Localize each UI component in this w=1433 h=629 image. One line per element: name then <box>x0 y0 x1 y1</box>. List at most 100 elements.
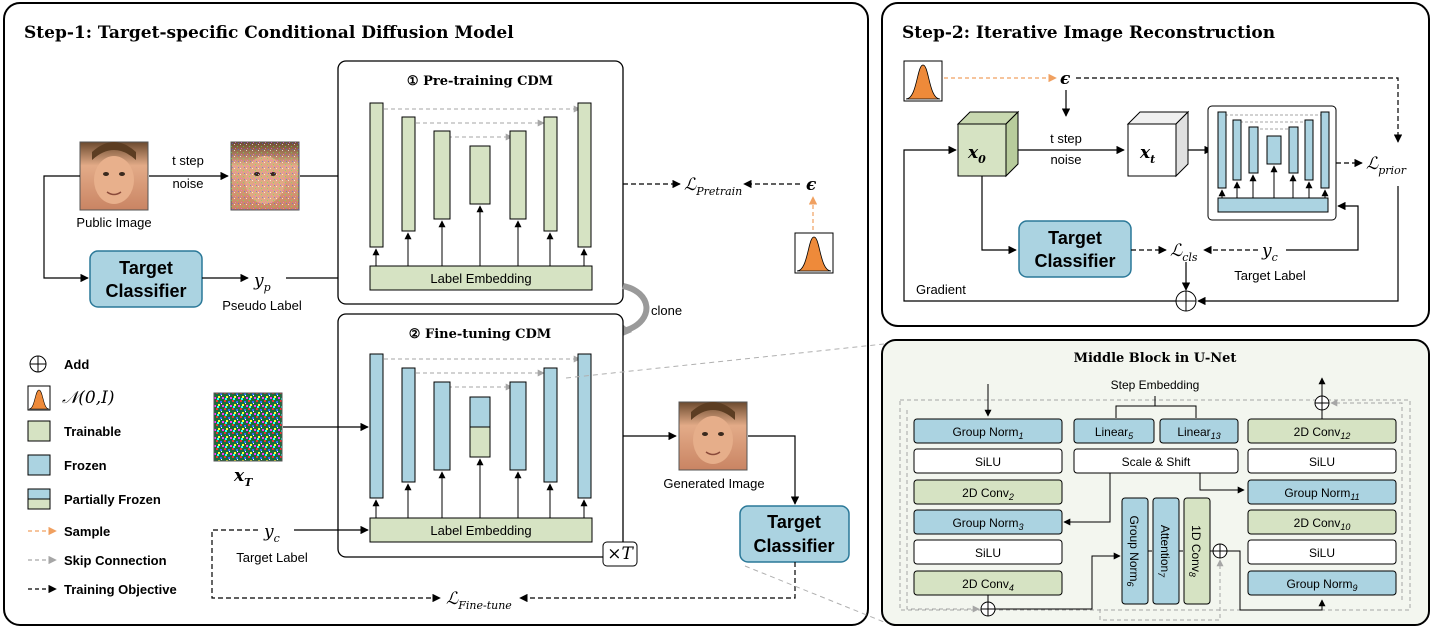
pretrain-cdm-title: ① Pre-training CDM <box>407 74 553 89</box>
legend-normal: 𝒩(0,I) <box>62 388 115 408</box>
legend-trainable: Trainable <box>64 424 121 439</box>
gradient-label: Gradient <box>916 282 966 297</box>
yc-to-finetune-loss-arrow <box>211 529 441 603</box>
target-classifier-1-line2: Classifier <box>105 281 186 301</box>
t-step-label-1: t step <box>172 153 204 168</box>
legend-sample: Sample <box>64 524 110 539</box>
legend-training-objective: Training Objective <box>64 582 177 597</box>
generated-image-label: Generated Image <box>663 476 764 491</box>
left-residual-arrow <box>906 410 980 613</box>
legend-frozen: Frozen <box>64 458 107 473</box>
public-to-classifier-arrow <box>43 175 89 283</box>
prior-to-add-arrow <box>1197 186 1399 306</box>
pseudo-label-text: Pseudo Label <box>222 298 302 313</box>
right-residual-arrow <box>1330 399 1403 600</box>
trainable-swatch <box>27 420 51 442</box>
target-label-1: Target Label <box>236 550 308 565</box>
group-norm-6-label: Group Norm6 <box>1125 515 1141 586</box>
conv-10-label: 2D Conv10 <box>1294 516 1351 532</box>
linear-5-label: Linear5 <box>1095 425 1134 441</box>
linear-5 <box>1073 418 1155 444</box>
add-to-attention-arrow <box>995 552 1121 610</box>
silu-a <box>913 448 1063 474</box>
gaussian-icon-1 <box>794 232 834 274</box>
group-norm-11-label: Group Norm11 <box>1284 486 1359 502</box>
silu-b-label: SiLU <box>975 546 1001 560</box>
legend-partially-frozen: Partially Frozen <box>64 492 161 507</box>
conv-10 <box>1247 509 1397 535</box>
step1-title: Step-1: Target-specific Conditional Diff… <box>24 23 514 43</box>
step2-title: Step-2: Iterative Image Reconstruction <box>902 23 1275 43</box>
x0-cube <box>956 110 1020 178</box>
finetune-cdm-title: ② Fine-tuning CDM <box>409 327 551 342</box>
pretrain-unet <box>369 102 592 266</box>
noise-label-2: noise <box>1050 152 1081 167</box>
step-embedding-label: Step Embedding <box>1111 378 1200 392</box>
zoom-line-bottom <box>744 565 885 623</box>
target-classifier-1-line1: Target <box>119 258 173 278</box>
public-image-label: Public Image <box>76 215 151 230</box>
t-step-label-2: t step <box>1050 131 1082 146</box>
legend-skip: Skip Connection <box>64 553 167 568</box>
silu-d <box>1247 539 1397 565</box>
x-T-symbol: xT <box>233 466 253 489</box>
target-classifier-3-line1: Target <box>1048 228 1102 248</box>
partially-frozen-swatch <box>27 488 51 500</box>
middle-block-title: Middle Block in U-Net <box>1074 351 1237 366</box>
finetune-unet <box>369 353 592 518</box>
group-norm-3-label: Group Norm3 <box>952 516 1023 532</box>
target-classifier-3-line2: Classifier <box>1034 251 1115 271</box>
target-classifier-2-line2: Classifier <box>753 536 834 556</box>
linear-13 <box>1159 418 1239 444</box>
conv-4-label: 2D Conv4 <box>962 577 1014 593</box>
loss-pretrain-symbol: ℒPretrain <box>684 175 742 198</box>
noisy-public-image <box>230 141 300 211</box>
group-norm-9-label: Group Norm9 <box>1286 577 1357 593</box>
x0-to-classifier-arrow <box>981 176 1017 255</box>
add-to-groupnorm9-arrow <box>1227 550 1326 611</box>
label-embedding-2-text: Label Embedding <box>430 523 531 538</box>
classifier-to-finetune-loss-arrow <box>519 562 796 603</box>
group-norm-1 <box>913 418 1063 444</box>
gaussian-noise-image <box>213 392 283 462</box>
gaussian-icon-2 <box>903 60 943 102</box>
clone-arrow <box>622 283 650 333</box>
attention-7-label: Attention7 <box>1156 525 1172 578</box>
conv-12-label: 2D Conv12 <box>1294 425 1351 441</box>
noise-label-1: noise <box>172 176 203 191</box>
scale-to-groupnorm11-arrow <box>1199 473 1245 494</box>
step-embedding-split-right <box>1155 405 1197 418</box>
clone-label: clone <box>651 303 682 318</box>
label-embedding-1-text: Label Embedding <box>430 271 531 286</box>
mini-unet <box>1217 111 1330 213</box>
group-norm-1-label: Group Norm1 <box>952 425 1023 441</box>
silu-a-label: SiLU <box>975 455 1001 469</box>
silu-c-label: SiLU <box>1309 455 1335 469</box>
loss-prior-symbol: ℒprior <box>1366 154 1407 177</box>
legend: Add 𝒩(0,I) Trainable Frozen Partially Fr… <box>27 355 177 597</box>
scale-to-groupnorm3-arrow <box>1063 473 1111 526</box>
silu-b <box>913 539 1063 565</box>
y-p-symbol: yp <box>253 271 271 294</box>
epsilon-symbol-1: ϵ <box>806 175 817 195</box>
target-label-2: Target Label <box>1234 268 1306 283</box>
scale-shift-label: Scale & Shift <box>1122 455 1191 469</box>
frozen-swatch <box>27 454 51 476</box>
scale-shift <box>1073 448 1239 474</box>
step-embedding-split-left <box>1115 396 1156 418</box>
silu-c <box>1247 448 1397 474</box>
epsilon-symbol-2: ϵ <box>1060 69 1071 89</box>
legend-add: Add <box>64 357 89 372</box>
label-embedding-2 <box>369 517 593 543</box>
linear-13-label: Linear13 <box>1177 425 1220 441</box>
times-T-label: ×T <box>607 544 634 564</box>
conv-2 <box>913 479 1063 505</box>
group-norm-3 <box>913 509 1063 535</box>
center-residual-arrow <box>1099 559 1224 621</box>
target-classifier-3 <box>1018 220 1132 278</box>
xt-cube <box>1126 110 1190 178</box>
target-classifier-1 <box>89 250 203 308</box>
generated-to-classifier-arrow <box>748 435 800 505</box>
conv-2-label: 2D Conv2 <box>962 486 1014 502</box>
